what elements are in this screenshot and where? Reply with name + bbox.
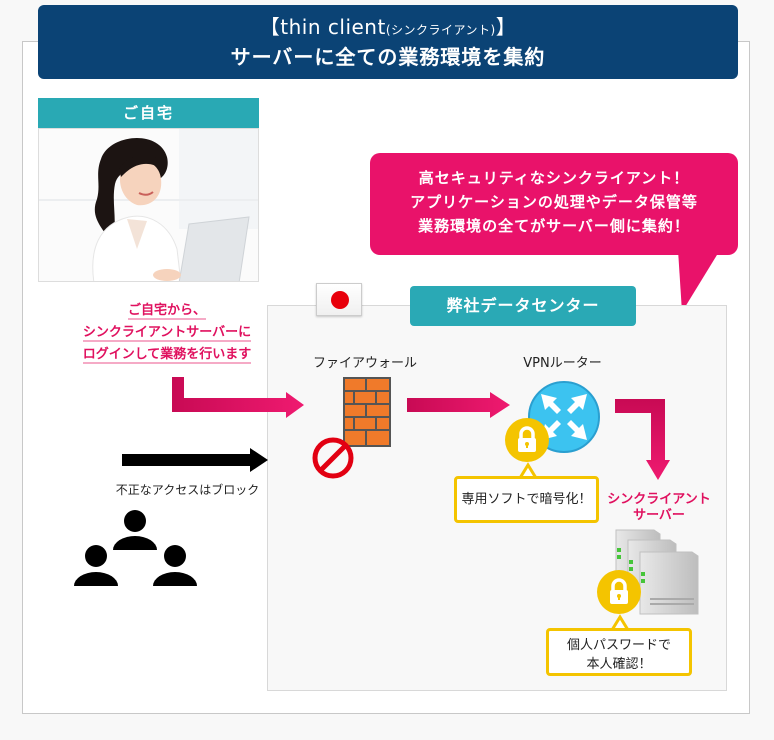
- japan-flag-icon: [316, 283, 362, 316]
- encryption-note: 専用ソフトで暗号化！: [454, 476, 599, 523]
- server-label-line: シンクライアント: [607, 492, 711, 507]
- server-rack-icon: [615, 529, 699, 615]
- datacenter-header: 弊社データセンター: [410, 286, 636, 326]
- home-header: ご自宅: [38, 98, 259, 128]
- title-subtitle: サーバーに全ての業務環境を集約: [230, 45, 546, 69]
- users-group-icon: [74, 510, 197, 586]
- server-label: シンクライアント サーバー: [600, 492, 718, 524]
- brick-wall-icon: [343, 377, 391, 447]
- unauthorized-label: 不正なアクセスはブロック: [115, 483, 260, 497]
- bubble-line: 業務環境の全てがサーバー側に集約！: [418, 217, 690, 235]
- home-photo: [38, 128, 259, 282]
- title-suffix: 】: [495, 15, 517, 39]
- datacenter-panel: [267, 305, 727, 691]
- title-prefix: 【thin client: [259, 15, 386, 39]
- home-caption-line: ログインして業務を行います: [82, 347, 252, 364]
- home-caption-line: シンクライアントサーバーに: [82, 325, 252, 342]
- bubble-tail: [678, 250, 720, 312]
- woman-laptop-illustration: [39, 129, 258, 281]
- lock-badge-router: [505, 418, 549, 462]
- vpn-router-label: VPNルーター: [523, 356, 602, 371]
- server-label-line: サーバー: [633, 508, 685, 523]
- title-line-1: 【thin client(シンクライアント)】: [38, 14, 738, 43]
- bubble-line: アプリケーションの処理やデータ保管等: [410, 193, 698, 211]
- firewall-label: ファイアウォール: [312, 356, 417, 371]
- bubble-line: 高セキュリティなシンクライアント！: [418, 169, 690, 187]
- title-banner: 【thin client(シンクライアント)】 サーバーに全ての業務環境を集約: [38, 5, 738, 79]
- home-caption-line: ご自宅から、: [127, 303, 206, 320]
- password-note-line: 本人確認！: [586, 657, 652, 672]
- password-note-line: 個人パスワードで: [566, 638, 671, 653]
- security-callout-bubble: 高セキュリティなシンクライアント！ アプリケーションの処理やデータ保管等 業務環…: [370, 153, 738, 255]
- lock-icon: [610, 578, 628, 604]
- lock-icon: [518, 426, 536, 452]
- title-kana: (シンクライアント): [385, 23, 496, 37]
- password-note: 個人パスワードで 本人確認！: [546, 628, 692, 676]
- block-icon: [312, 437, 354, 479]
- lock-badge-server: [597, 570, 641, 614]
- home-caption: ご自宅から、 シンクライアントサーバーに ログインして業務を行います: [62, 300, 272, 366]
